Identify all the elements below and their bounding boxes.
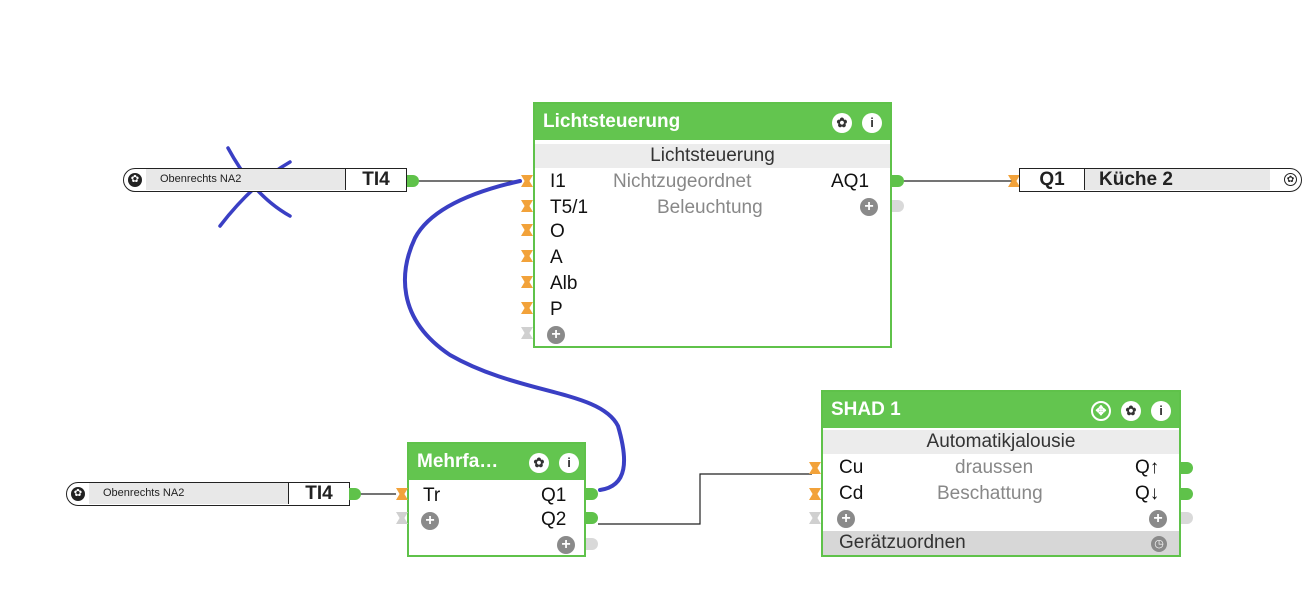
block-title: SHAD 1 [823,392,1179,428]
input-port-i1[interactable] [521,175,533,187]
input-out-port[interactable] [349,488,361,500]
input-label-cu: Cu [839,457,864,478]
info-icon[interactable]: i [559,453,579,473]
category-label: Beleuchtung [657,197,763,218]
assignment-status: Nichtzugeordnet [613,171,752,192]
output-label-qdown: Q↓ [1135,483,1160,504]
input-label-alb: Alb [550,273,578,294]
shad-block[interactable]: SHAD 1 ✥ ✿ i Automatikjalousie Cu drauss… [821,390,1181,557]
block-subtitle: Automatikjalousie [823,430,1179,454]
output-port-empty[interactable] [892,200,904,212]
add-input-plus-icon[interactable]: + [421,512,439,530]
input-label-a: A [550,247,563,268]
category-label: Beschattung [937,483,1043,504]
input-port-p[interactable] [521,302,533,314]
output-port-qup[interactable] [1181,462,1193,474]
gear-icon[interactable]: ✿ [128,173,142,187]
add-input-plus-icon[interactable]: + [547,326,565,344]
input-label-p: P [550,299,563,320]
clock-icon[interactable]: ◷ [1151,536,1167,552]
block-title: Mehrfa… [409,444,584,480]
input-port-cd[interactable] [809,488,821,500]
location-label: draussen [955,457,1034,478]
input-port-a[interactable] [521,250,533,262]
output-block-kueche[interactable]: Q1 Küche 2 ✿ [1019,168,1302,192]
input-label-t51: T5/1 [550,197,589,218]
input-value: TI4 [362,169,390,190]
add-input-plus-icon[interactable]: + [837,510,855,528]
input-port-t51[interactable] [521,200,533,212]
block-title: Lichtsteuerung [535,104,890,140]
wire-q2-cu [598,473,812,525]
gear-icon[interactable]: ✿ [832,113,852,133]
output-port-empty[interactable] [1181,512,1193,524]
output-port-q2[interactable] [586,512,598,524]
input-label-i1: I1 [550,171,566,192]
add-output-plus-icon[interactable]: + [1149,510,1167,528]
move-icon[interactable]: ✥ [1091,401,1111,421]
input-name: Obenrechts NA2 [89,483,289,504]
add-output-plus-icon[interactable]: + [860,198,878,216]
output-port: Q1 [1039,169,1065,190]
lichtsteuerung-block[interactable]: Lichtsteuerung ✿ i Lichtsteuerung I1 Nic… [533,102,892,348]
gear-icon[interactable]: ✿ [529,453,549,473]
input-port-o[interactable] [521,224,533,236]
gear-icon[interactable]: ✿ [71,487,85,501]
output-port-empty[interactable] [586,538,598,550]
input-out-port[interactable] [407,175,419,187]
output-in-port[interactable] [1008,175,1020,187]
input-port-empty[interactable] [396,512,408,524]
info-icon[interactable]: i [862,113,882,133]
output-port-aq1[interactable] [892,175,904,187]
gear-icon[interactable]: ✿ [1121,401,1141,421]
output-label-q1: Q1 [541,485,567,506]
input-value: TI4 [305,483,333,504]
output-label-aq1: AQ1 [831,171,870,192]
input-label-cd: Cd [839,483,864,504]
gear-icon[interactable]: ✿ [1284,173,1297,186]
input-label-o: O [550,221,565,242]
input-port-empty[interactable] [521,327,533,339]
input-block-top[interactable]: ✿ Obenrechts NA2 TI4 [123,168,407,192]
assign-device-bar[interactable]: Gerätzuordnen [823,531,1179,555]
input-port-empty[interactable] [809,512,821,524]
output-name: Küche 2 [1084,169,1270,190]
add-output-plus-icon[interactable]: + [557,536,575,554]
output-port-qdown[interactable] [1181,488,1193,500]
input-port-cu[interactable] [809,462,821,474]
output-label-qup: Q↑ [1135,457,1160,478]
input-port-alb[interactable] [521,276,533,288]
info-icon[interactable]: i [1151,401,1171,421]
input-label-tr: Tr [423,485,441,506]
input-port-tr[interactable] [396,488,408,500]
block-subtitle: Lichtsteuerung [535,144,890,168]
annotation-wire [402,179,627,492]
input-name: Obenrechts NA2 [146,169,346,190]
mehrfach-block[interactable]: Mehrfa… ✿ i Tr Q1 Q2 + + [407,442,586,557]
input-block-bottom[interactable]: ✿ Obenrechts NA2 TI4 [66,482,350,506]
assign-device-label: Gerätzuordnen [839,532,966,553]
output-port-q1[interactable] [586,488,598,500]
output-label-q2: Q2 [541,509,567,530]
